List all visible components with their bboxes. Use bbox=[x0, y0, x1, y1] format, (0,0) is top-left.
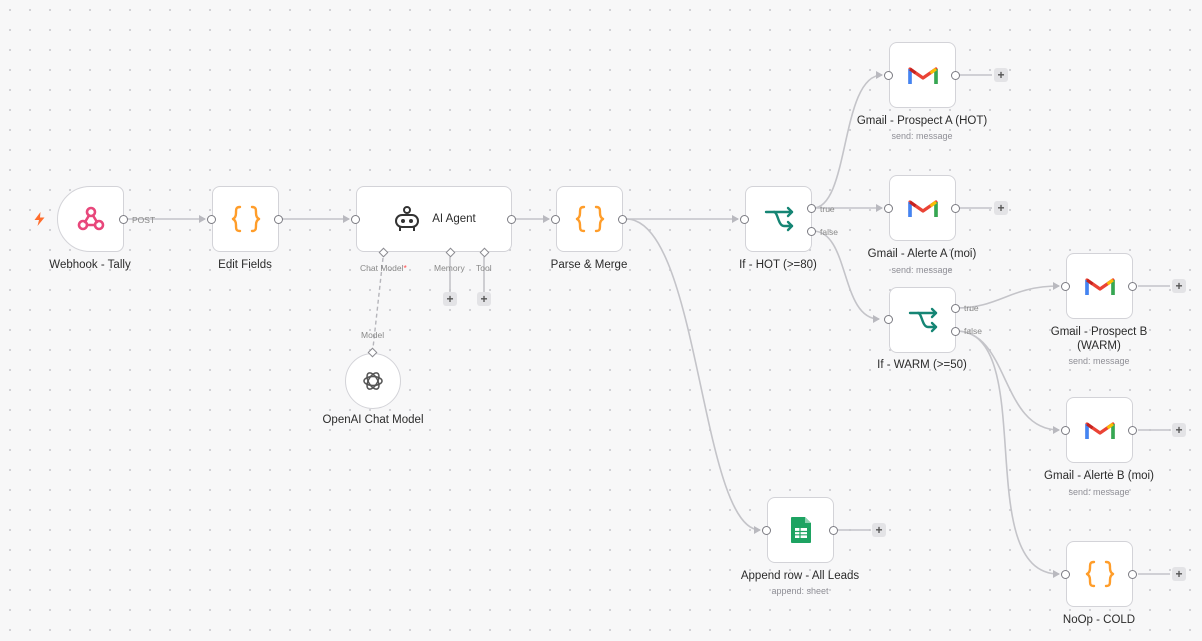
if-warm-node[interactable] bbox=[889, 287, 956, 353]
gmail-alerte-a-node[interactable] bbox=[889, 175, 956, 241]
webhook-output-port[interactable] bbox=[119, 215, 128, 224]
if-warm-true-port[interactable] bbox=[951, 304, 960, 313]
gmail-prospect-a-sub: send: message bbox=[891, 131, 953, 141]
add-tool-button[interactable]: + bbox=[477, 292, 491, 306]
if-warm-input-port[interactable] bbox=[884, 315, 893, 324]
gmail-prospect-b-label-line1: Gmail - Prospect B bbox=[1050, 326, 1148, 338]
append-row-input-port[interactable] bbox=[762, 526, 771, 535]
gmail-alerte-a-input-port[interactable] bbox=[884, 204, 893, 213]
openai-chat-model-label: OpenAI Chat Model bbox=[322, 414, 424, 426]
gmail-icon bbox=[1084, 278, 1115, 295]
gmail-icon bbox=[907, 200, 938, 217]
gmail-prospect-a-node[interactable] bbox=[889, 42, 956, 108]
wire-parse-append bbox=[625, 218, 761, 534]
add-after-prospect-b-button[interactable]: + bbox=[1172, 279, 1186, 293]
edit-fields-label: Edit Fields bbox=[218, 259, 272, 271]
gmail-icon bbox=[907, 67, 938, 84]
if-warm-false-port[interactable] bbox=[951, 327, 960, 336]
noop-cold-label: NoOp - COLD bbox=[1062, 614, 1136, 626]
add-after-alerte-a-button[interactable]: + bbox=[994, 201, 1008, 215]
if-hot-label: If - HOT (>=80) bbox=[739, 259, 817, 271]
code-braces-icon bbox=[575, 205, 604, 233]
code-braces-icon bbox=[231, 205, 260, 233]
wire-warm-noop bbox=[955, 330, 1060, 578]
if-branch-icon bbox=[908, 307, 937, 333]
webhook-tally-label: Webhook - Tally bbox=[49, 259, 131, 271]
wire-hot-warm bbox=[812, 230, 880, 323]
gmail-alerte-b-label: Gmail - Alerte B (moi) bbox=[1044, 470, 1154, 482]
if-warm-true-tag: true bbox=[964, 303, 979, 313]
gmail-alerte-b-input-port[interactable] bbox=[1061, 426, 1070, 435]
noop-cold-output-port[interactable] bbox=[1128, 570, 1137, 579]
gmail-prospect-b-label-line2: (WARM) bbox=[1077, 340, 1121, 352]
webhook-icon bbox=[77, 206, 104, 231]
required-marker: * bbox=[403, 263, 407, 273]
parse-merge-output-port[interactable] bbox=[618, 215, 627, 224]
append-row-output-port[interactable] bbox=[829, 526, 838, 535]
add-after-append-row-button[interactable]: + bbox=[872, 523, 886, 537]
webhook-output-tag: POST bbox=[132, 215, 156, 225]
append-row-sub: append: sheet bbox=[771, 586, 829, 596]
add-after-prospect-a-button[interactable]: + bbox=[994, 68, 1008, 82]
ai-agent-output-port[interactable] bbox=[507, 215, 516, 224]
wire-hot-prospect bbox=[812, 71, 883, 209]
chat-model-text: Chat Model bbox=[360, 263, 404, 273]
webhook-tally-node[interactable] bbox=[57, 186, 124, 252]
model-port-tag: Model bbox=[361, 330, 385, 340]
noop-cold-node[interactable] bbox=[1066, 541, 1133, 607]
tool-tag: Tool bbox=[476, 263, 492, 273]
memory-tag: Memory bbox=[434, 263, 465, 273]
gmail-alerte-b-output-port[interactable] bbox=[1128, 426, 1137, 435]
parse-merge-label: Parse & Merge bbox=[550, 259, 628, 271]
append-row-label: Append row - All Leads bbox=[740, 570, 860, 582]
gmail-alerte-b-node[interactable] bbox=[1066, 397, 1133, 463]
if-hot-true-tag: true bbox=[820, 204, 835, 214]
if-hot-false-tag: false bbox=[820, 227, 838, 237]
gmail-prospect-b-input-port[interactable] bbox=[1061, 282, 1070, 291]
gmail-icon bbox=[1084, 422, 1115, 439]
ai-agent-node[interactable]: AI Agent bbox=[356, 186, 512, 252]
chat-model-tag: Chat Model* bbox=[360, 263, 407, 273]
if-warm-false-tag: false bbox=[964, 326, 982, 336]
gmail-prospect-a-input-port[interactable] bbox=[884, 71, 893, 80]
add-memory-button[interactable]: + bbox=[443, 292, 457, 306]
gmail-prospect-b-node[interactable] bbox=[1066, 253, 1133, 319]
ai-agent-title: AI Agent bbox=[432, 213, 476, 225]
gmail-prospect-b-output-port[interactable] bbox=[1128, 282, 1137, 291]
gmail-prospect-a-label: Gmail - Prospect A (HOT) bbox=[856, 115, 988, 127]
if-hot-true-port[interactable] bbox=[807, 204, 816, 213]
edit-fields-output-port[interactable] bbox=[274, 215, 283, 224]
add-after-alerte-b-button[interactable]: + bbox=[1172, 423, 1186, 437]
gmail-alerte-a-output-port[interactable] bbox=[951, 204, 960, 213]
if-hot-false-port[interactable] bbox=[807, 227, 816, 236]
parse-merge-input-port[interactable] bbox=[551, 215, 560, 224]
wire-warm-prospect bbox=[955, 282, 1060, 309]
ai-agent-input-port[interactable] bbox=[351, 215, 360, 224]
wire-warm-alerte bbox=[955, 330, 1060, 434]
code-braces-icon bbox=[1085, 560, 1114, 588]
gmail-alerte-b-sub: send: message bbox=[1068, 487, 1130, 497]
google-sheets-icon bbox=[790, 517, 811, 543]
edit-fields-input-port[interactable] bbox=[207, 215, 216, 224]
openai-chat-model-node[interactable] bbox=[345, 353, 401, 409]
if-hot-node[interactable] bbox=[745, 186, 812, 252]
if-branch-icon bbox=[764, 206, 793, 232]
gmail-prospect-b-sub: send: message bbox=[1068, 356, 1130, 366]
if-hot-input-port[interactable] bbox=[740, 215, 749, 224]
edit-fields-node[interactable] bbox=[212, 186, 279, 252]
gmail-prospect-a-output-port[interactable] bbox=[951, 71, 960, 80]
add-after-noop-button[interactable]: + bbox=[1172, 567, 1186, 581]
openai-logo-icon bbox=[363, 372, 383, 390]
gmail-alerte-a-sub: send: message bbox=[891, 265, 953, 275]
noop-cold-input-port[interactable] bbox=[1061, 570, 1070, 579]
wire-model-agent bbox=[372, 257, 384, 349]
append-row-node[interactable] bbox=[767, 497, 834, 563]
if-warm-label: If - WARM (>=50) bbox=[877, 359, 967, 371]
robot-icon bbox=[395, 206, 420, 231]
trigger-bolt-icon bbox=[34, 212, 45, 226]
gmail-alerte-a-label: Gmail - Alerte A (moi) bbox=[867, 248, 977, 260]
parse-merge-node[interactable] bbox=[556, 186, 623, 252]
